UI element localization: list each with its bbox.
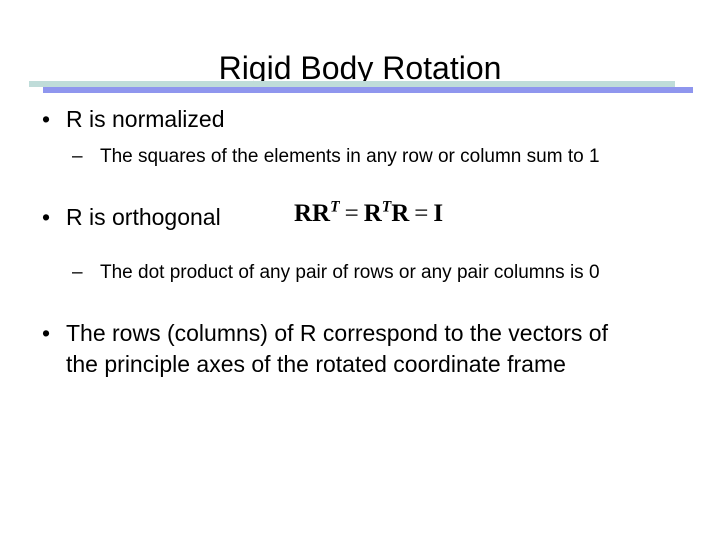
bullet-text: R is orthogonal xyxy=(66,204,221,230)
bullet-text: R is normalized xyxy=(66,106,225,132)
bullet-marker-icon: • xyxy=(42,320,51,346)
equation-superscript-t2: T xyxy=(381,198,392,216)
bullet-item-orthogonal: • R is orthogonal xyxy=(0,202,221,233)
spacer xyxy=(0,286,720,318)
spacer xyxy=(0,233,720,260)
equation-operator-equals2: = xyxy=(414,200,429,227)
bullet-item-rows-columns: • The rows (columns) of R correspond to … xyxy=(0,318,720,380)
page-title: Rigid Body Rotation xyxy=(218,50,502,87)
bullet-row-orthogonal: • R is orthogonal RRT=RTR=I xyxy=(0,199,720,233)
equation-term-identity: I xyxy=(433,200,444,227)
bullet-marker-icon: • xyxy=(42,204,51,230)
equation-superscript-t: T xyxy=(330,198,340,216)
divider-bar-bottom xyxy=(43,87,693,93)
bullet-item-normalized: • R is normalized xyxy=(0,104,720,135)
equation-term-r2: R xyxy=(363,200,382,227)
spacer xyxy=(0,135,720,144)
dash-marker-icon: – xyxy=(72,146,83,167)
slide-body: • R is normalized – The squares of the e… xyxy=(0,104,720,380)
sub-bullet-text: The squares of the elements in any row o… xyxy=(100,146,600,167)
dash-marker-icon: – xyxy=(72,262,83,283)
equation-term-r3: R xyxy=(391,200,410,227)
equation-operator-equals: = xyxy=(344,200,359,227)
equation-term-rrt: RR xyxy=(294,200,331,227)
bullet-text: The rows (columns) of R correspond to th… xyxy=(66,320,608,377)
sub-bullet-item-squares-sum: – The squares of the elements in any row… xyxy=(0,144,720,170)
equation-orthogonality: RRT=RTR=I xyxy=(294,198,443,229)
sub-bullet-text: The dot product of any pair of rows or a… xyxy=(100,262,600,283)
bullet-marker-icon: • xyxy=(42,106,51,132)
sub-bullet-item-dot-product: – The dot product of any pair of rows or… xyxy=(0,260,720,286)
